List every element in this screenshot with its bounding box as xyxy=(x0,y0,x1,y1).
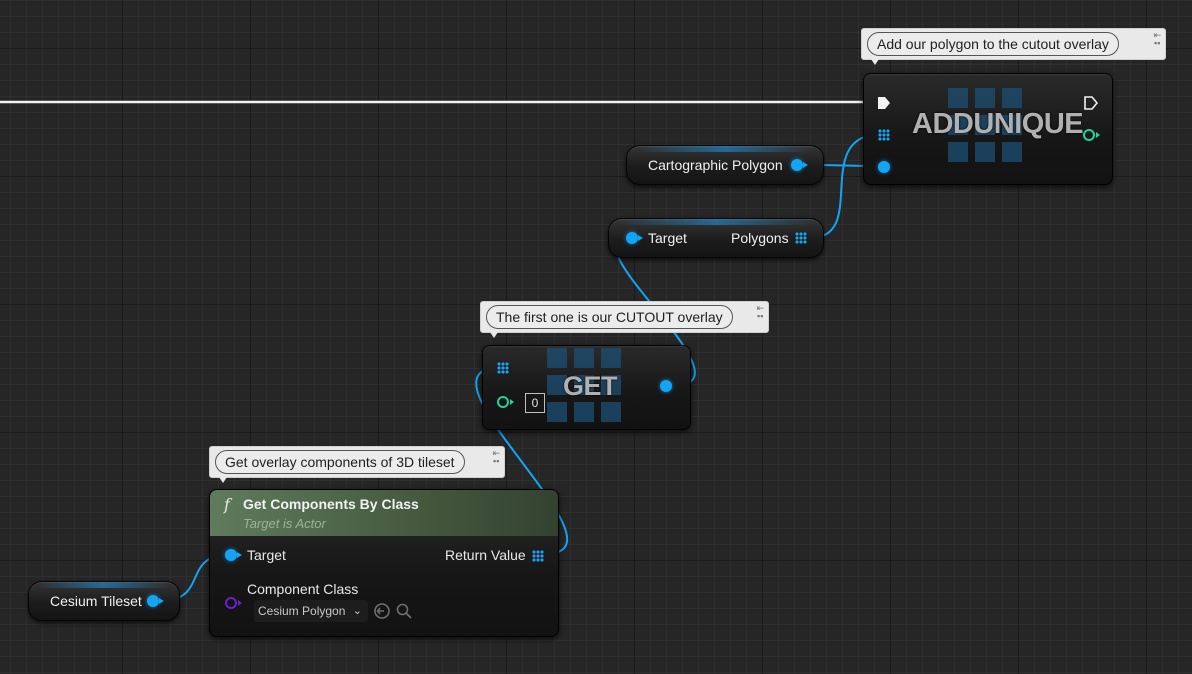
component-class-label: Component Class xyxy=(247,581,359,597)
node-title: GET xyxy=(563,371,618,401)
object-out-pin-icon[interactable] xyxy=(791,159,808,171)
array-function-icon xyxy=(948,88,1022,162)
comment-add-unique[interactable]: Add our polygon to the cutout overlay ⇤▪… xyxy=(861,28,1166,65)
target-label: Target xyxy=(648,230,687,246)
wire-polygons-to-addunique[interactable] xyxy=(809,133,883,239)
polygons-label: Polygons xyxy=(731,230,789,246)
get-components-by-class-node[interactable]: f Get Components By Class Target is Acto… xyxy=(209,489,559,637)
node-label: Cesium Tileset xyxy=(50,593,142,609)
polygons-out-pin-icon[interactable] xyxy=(795,232,807,244)
wire-returnvalue-to-get[interactable] xyxy=(475,366,569,555)
return-value-out-pin-icon[interactable] xyxy=(532,550,544,562)
comment-pin-icon[interactable]: ⇤▪▪ xyxy=(756,303,764,321)
component-class-dropdown[interactable]: Cesium Polygon ⌄ xyxy=(254,600,368,622)
function-icon: f xyxy=(224,495,230,514)
comment-tail xyxy=(219,477,227,483)
exec-out-pin-icon[interactable] xyxy=(1083,95,1099,111)
comment-tail xyxy=(871,59,879,65)
add-unique-node[interactable]: ADDUNIQUE xyxy=(863,73,1113,185)
node-subtitle: Target is Actor xyxy=(243,516,326,531)
comment-text: Add our polygon to the cutout overlay xyxy=(867,32,1119,56)
comment-tail xyxy=(490,332,498,338)
polygons-getter-node[interactable]: Target Polygons xyxy=(608,218,824,258)
get-node[interactable]: GET 0 xyxy=(482,345,691,430)
index-out-pin-icon[interactable] xyxy=(1083,129,1100,141)
node-title: ADDUNIQUE xyxy=(912,108,1084,140)
target-label: Target xyxy=(247,547,286,563)
node-title: Get Components By Class xyxy=(243,496,419,512)
node-header: f Get Components By Class Target is Acto… xyxy=(210,490,558,537)
comment-pin-icon[interactable]: ⇤▪▪ xyxy=(492,448,500,466)
object-out-pin-icon[interactable] xyxy=(147,595,164,607)
array-in-pin-icon[interactable] xyxy=(497,362,509,374)
component-class-in-pin-icon[interactable] xyxy=(225,597,242,609)
cartographic-polygon-node[interactable]: Cartographic Polygon xyxy=(626,145,824,185)
comment-pin-icon[interactable]: ⇤▪▪ xyxy=(1153,30,1161,48)
item-in-pin-icon[interactable] xyxy=(878,161,890,173)
target-in-pin-icon[interactable] xyxy=(626,232,643,244)
node-label: Cartographic Polygon xyxy=(648,157,783,173)
comment-text: Get overlay components of 3D tileset xyxy=(215,450,465,474)
item-out-pin-icon[interactable] xyxy=(660,380,672,392)
dropdown-value: Cesium Polygon xyxy=(258,604,346,618)
return-value-label: Return Value xyxy=(445,547,526,563)
index-input[interactable]: 0 xyxy=(525,393,545,413)
index-in-pin-icon[interactable] xyxy=(497,396,514,408)
browse-icon[interactable] xyxy=(395,602,413,620)
target-in-pin-icon[interactable] xyxy=(225,549,242,561)
chevron-down-icon: ⌄ xyxy=(352,605,362,617)
array-function-icon xyxy=(547,348,621,422)
use-selected-icon[interactable] xyxy=(373,602,391,620)
comment-get[interactable]: The first one is our CUTOUT overlay ⇤▪▪ xyxy=(480,301,769,338)
array-in-pin-icon[interactable] xyxy=(878,129,890,141)
comment-get-components[interactable]: Get overlay components of 3D tileset ⇤▪▪ xyxy=(209,446,505,483)
comment-text: The first one is our CUTOUT overlay xyxy=(486,305,733,329)
exec-in-pin-icon[interactable] xyxy=(876,95,892,111)
cesium-tileset-node[interactable]: Cesium Tileset xyxy=(28,581,180,621)
